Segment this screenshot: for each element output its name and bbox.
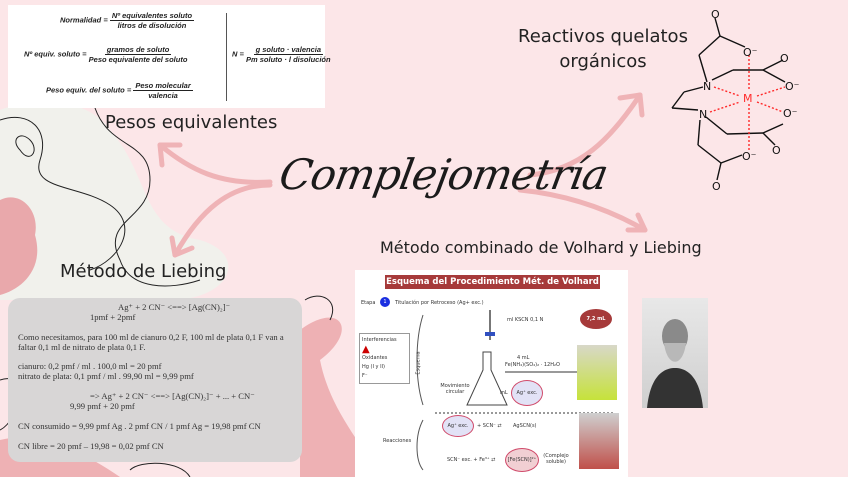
pink-blob — [0, 197, 38, 295]
peso-label: Peso equiv. del soluto = — [46, 85, 132, 95]
n-denominator: Pm soluto · l disolución — [245, 55, 331, 64]
indicator-amount: 4 mL — [517, 355, 530, 361]
reacciones-label: Reacciones — [383, 438, 412, 444]
edta-nitrogen: N — [703, 80, 711, 93]
normalidad-label: Normalidad = — [60, 15, 108, 25]
step-title: Titulación por Retroceso (Ag+ exc.) — [395, 300, 484, 306]
stopcock-icon — [485, 332, 495, 336]
arrow-to-pesos — [157, 142, 273, 185]
erlenmeyer-flask-icon — [466, 351, 508, 406]
text-line: faltar 0,1 ml de nitrato de plata 0,1 F. — [18, 342, 146, 352]
titrant-label: ml KSCN 0,1 N — [507, 317, 544, 323]
arrowhead — [169, 235, 195, 258]
edta-oxygen: O — [772, 144, 781, 157]
edta-chelate-structure — [671, 17, 786, 181]
reaction1-product: AgSCN(s) — [513, 423, 537, 429]
portrait-figure — [647, 319, 703, 408]
text-line: cianuro: 0,2 pmf / ml . 100,0 ml = 20 pm… — [18, 361, 162, 371]
interference-item: Oxidantes — [362, 355, 388, 361]
step-badge: 1 — [380, 297, 390, 307]
peso-numerator: Peso molecular — [133, 81, 193, 91]
ag-exc-label: Ag⁺ exc. — [516, 390, 538, 396]
equation-line: Ag⁺ + 2 CN⁻ <==> [Ag(CN)₂]⁻ — [118, 302, 231, 312]
equation-line: 1pmf + 2pmf — [90, 312, 136, 322]
edta-metal: M — [743, 92, 753, 105]
equation-line: 9,99 pmf + 20 pmf — [70, 401, 135, 411]
ag-exc-oval: Ag⁺ exc. — [442, 415, 474, 437]
interference-item: F⁻ — [362, 373, 368, 379]
ag-exc-label: Ag⁺ exc. — [447, 423, 469, 429]
normalidad-numerator: Nº equivalentes soluto — [109, 11, 195, 21]
topic-line: orgánicos — [559, 51, 647, 72]
topic-pesos-equivalentes: Pesos equivalentes — [105, 112, 278, 133]
arrowhead — [625, 212, 648, 233]
reaction2-lhs: SCN⁻ exc. + Fe³⁺ ⇄ — [447, 457, 496, 463]
topic-line: Reactivos quelatos — [518, 26, 688, 47]
edta-oxygen-anion: O⁻ — [743, 46, 758, 59]
equation-line: CN libre = 20 pmf – 19,98 = 0,02 pmf CN — [18, 441, 164, 451]
divider — [226, 13, 227, 101]
reaction1-mid: + SCN⁻ ⇄ — [477, 423, 502, 429]
cream-blob — [0, 101, 229, 300]
equation-line: => Ag⁺ + 2 CN⁻ <==> [Ag(CN)₂]⁻ + ... + C… — [90, 391, 255, 401]
arrow-to-volhard — [517, 187, 648, 233]
edta-oxygen: O — [712, 180, 721, 193]
warning-icon: ▲ — [362, 344, 370, 355]
edta-oxygen-anion: O⁻ — [742, 150, 757, 163]
complex-label: [Fe(SCN)]²⁺ — [507, 457, 537, 463]
n-numerator: g soluto · valencia — [253, 45, 323, 55]
arrowhead — [617, 92, 645, 118]
text-line: Como necesitamos, para 100 ml de cianuro… — [18, 332, 284, 342]
movement-label: Movimiento circular — [440, 383, 470, 395]
line-doodle — [94, 107, 201, 287]
interferences-panel: Interferencias ▲ Oxidantes Hg (I y II) F… — [359, 333, 410, 384]
volume-value: 7,2 mL — [586, 316, 606, 322]
flask-photo-yellow — [577, 345, 617, 400]
page-title: Complejometría — [275, 150, 612, 199]
line-doodle — [0, 116, 126, 271]
interferences-title: Interferencias — [362, 337, 397, 343]
liebing-calculation-box: Ag⁺ + 2 CN⁻ <==> [Ag(CN)₂]⁻ 1pmf + 2pmf … — [8, 298, 302, 462]
brace — [416, 314, 424, 471]
portrait-photo — [642, 298, 708, 408]
edta-oxygen: O — [711, 8, 720, 21]
pink-blob-bottom — [300, 317, 380, 477]
edta-nitrogen: N — [699, 108, 707, 121]
scheme-header: Esquema del Procedimiento Mét. de Volhar… — [385, 275, 600, 289]
arrowhead — [157, 142, 183, 168]
ml-label: mL — [500, 390, 508, 396]
topic-reactivos-quelatos: Reactivos quelatos orgánicos — [518, 24, 688, 74]
normalidad-denominator: litros de disolución — [117, 21, 187, 30]
volume-badge: 7,2 mL — [580, 309, 612, 329]
ag-exc-oval: Ag⁺ exc. — [511, 380, 543, 406]
equation-line: CN consumido = 9,99 pmf Ag . 2 pmf CN / … — [18, 421, 261, 431]
topic-metodo-liebing: Método de Liebing — [60, 261, 227, 282]
equiv-numerator: gramos de soluto — [104, 45, 172, 55]
line-doodle — [304, 295, 333, 321]
arrow-to-liebing — [172, 182, 273, 258]
edta-oxygen-anion: O⁻ — [785, 80, 800, 93]
edta-oxygen: O — [780, 52, 789, 65]
line-doodle — [15, 135, 35, 157]
flask-photo-red — [579, 413, 619, 469]
line-doodle — [129, 462, 191, 477]
edta-oxygen-anion: O⁻ — [783, 107, 798, 120]
complex-oval: [Fe(SCN)]²⁺ — [505, 448, 539, 472]
topic-volhard-liebing: Método combinado de Volhard y Liebing — [380, 238, 702, 257]
n-label: N = — [232, 49, 244, 59]
equiv-denominator: Peso equivalente del soluto — [88, 55, 188, 64]
indicator-label: Fe(NH₄)(SO₄)₂ · 12H₂O — [505, 362, 560, 368]
equiv-label: Nº equiv. soluto = — [24, 49, 87, 59]
text-line: nitrato de plata: 0,1 pmf / ml . 99,90 m… — [18, 371, 194, 381]
etapa-label: Etapa — [361, 300, 376, 306]
interference-item: Hg (I y II) — [362, 364, 385, 370]
arrow-to-reactivos — [527, 92, 643, 178]
peso-denominator: valencia — [148, 91, 178, 100]
volhard-scheme-image: Esquema del Procedimiento Mét. de Volhar… — [355, 270, 628, 477]
reaction2-note: (Complejo soluble) — [543, 453, 569, 465]
